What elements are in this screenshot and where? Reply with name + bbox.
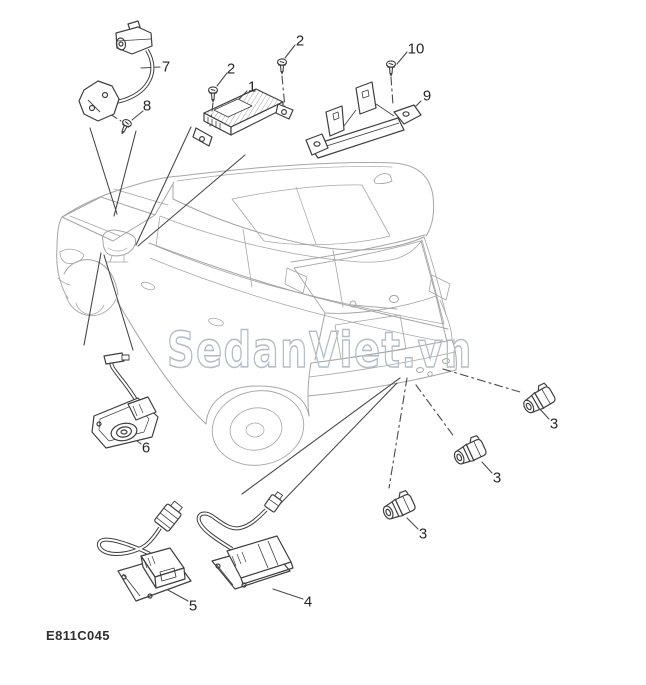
callout-2-right: 2 <box>295 32 305 50</box>
part-5-rear-camera <box>96 500 192 602</box>
callout-6: 6 <box>141 439 151 457</box>
callout-9: 9 <box>422 87 432 105</box>
part-7-front-camera <box>78 20 155 122</box>
leader-lines-dashed <box>109 75 521 489</box>
leader-lines <box>83 44 550 602</box>
part-2-screw-right <box>276 58 288 75</box>
part-3-parking-sensor-top <box>518 381 558 417</box>
part-9-mounting-bracket <box>305 81 422 159</box>
part-1-control-module <box>192 88 294 147</box>
part-2-screw-left <box>207 86 219 103</box>
part-4-license-plate-camera <box>196 491 294 590</box>
callout-2-left: 2 <box>226 60 236 78</box>
callout-3-top: 3 <box>549 415 559 433</box>
part-6-side-camera <box>91 352 159 449</box>
watermark-text: SedanViet.vn <box>167 322 473 379</box>
vehicle-illustration <box>56 162 457 466</box>
callout-10: 10 <box>407 40 425 58</box>
callout-3-middle: 3 <box>492 469 502 487</box>
part-3-parking-sensor-bottom <box>378 488 418 524</box>
callout-4: 4 <box>303 593 313 611</box>
callout-8: 8 <box>142 97 152 115</box>
part-10-screw <box>385 60 397 77</box>
callout-1: 1 <box>247 78 257 96</box>
diagram-code: E811C045 <box>46 628 110 643</box>
callout-5: 5 <box>188 597 198 615</box>
callout-3-bottom: 3 <box>418 525 428 543</box>
callout-7: 7 <box>161 58 171 76</box>
